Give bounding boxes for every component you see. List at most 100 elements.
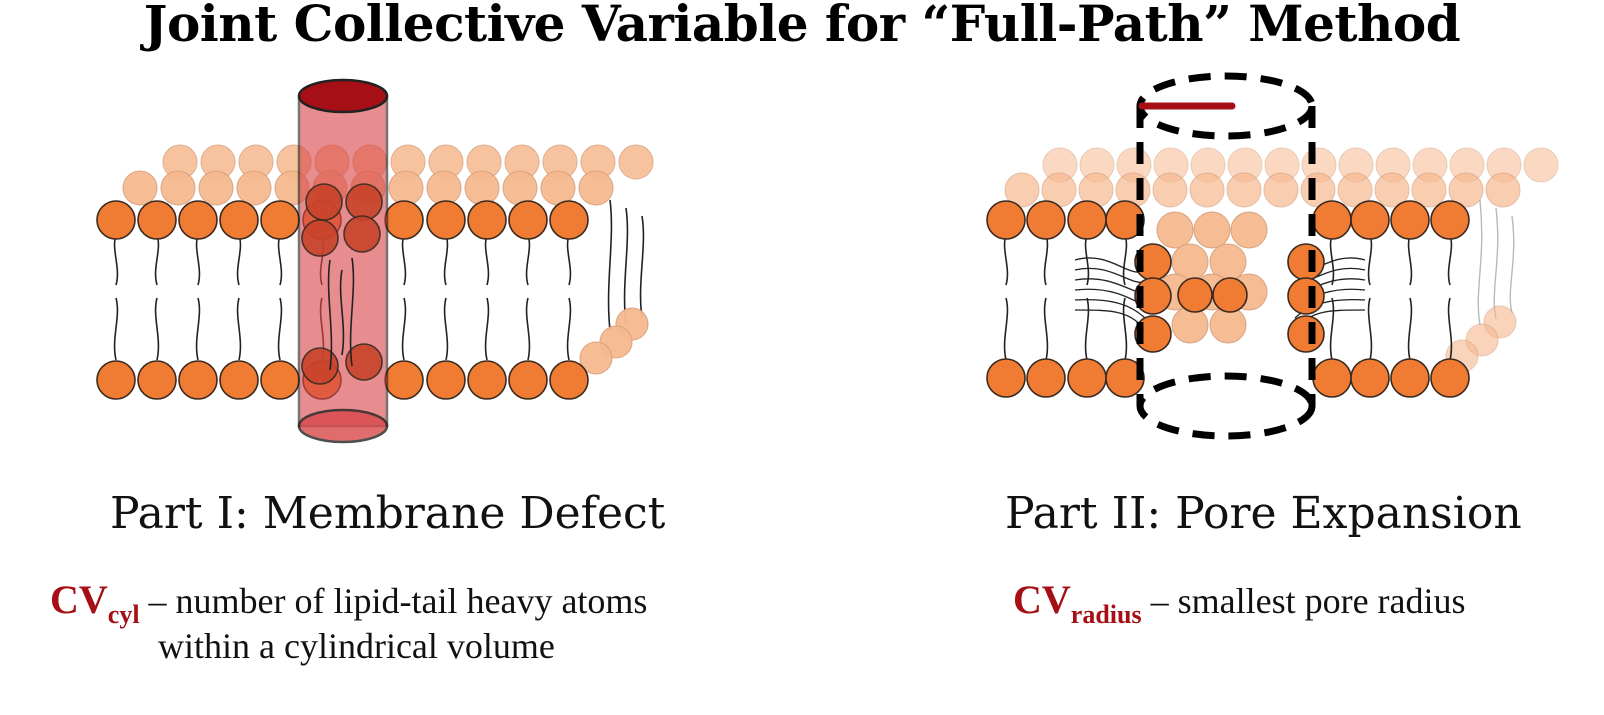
lipid-head-far: [1226, 172, 1262, 208]
lipid-head-upper: [549, 200, 589, 240]
lipid-tail: [113, 297, 119, 361]
cylinder-bottom: [297, 408, 389, 444]
lipid-head-lower: [1350, 358, 1390, 398]
lipid-head-far: [160, 170, 196, 206]
lipid-tail: [113, 234, 119, 286]
cv-cyl-symbol: CVcyl: [50, 577, 140, 630]
defect-lipid-tail: [349, 257, 355, 367]
lipid-tail: [1329, 234, 1335, 286]
lipid-head-lower: [1312, 358, 1352, 398]
lipid-head-upper: [137, 200, 177, 240]
lipid-tail: [401, 297, 407, 361]
lipid-head-far: [1448, 172, 1484, 208]
lipid-head-lower: [178, 360, 218, 400]
bent-lipid-tail: [1074, 298, 1146, 319]
lipid-head-upper: [178, 200, 218, 240]
lipid-tail: [236, 234, 242, 286]
defect-lipid-tail: [339, 269, 345, 356]
lipid-tail: [443, 297, 449, 361]
lipid-head-lower: [1430, 358, 1470, 398]
lipid-tail: [1043, 297, 1049, 361]
lipid-tail: [195, 297, 201, 361]
lipid-head-lower: [1067, 358, 1107, 398]
lipid-tail: [195, 234, 201, 286]
lipid-head-far: [1156, 211, 1194, 249]
lipid-head-far: [502, 170, 538, 206]
lipid-head-upper: [96, 200, 136, 240]
lipid-head-upper: [508, 200, 548, 240]
lipid-head-lower: [137, 360, 177, 400]
lipid-tail: [1003, 297, 1009, 361]
defect-lipid-head: [345, 183, 383, 221]
membrane-defect-illustration: [96, 78, 654, 444]
lipid-tail: [1447, 297, 1453, 361]
lipid-head-upper: [1350, 200, 1390, 240]
pore-rim-head: [1134, 277, 1172, 315]
pore-lining-head: [1177, 277, 1213, 313]
lipid-head-far: [1523, 147, 1559, 183]
cv-radius-symbol: CVradius: [1013, 577, 1142, 630]
lipid-tail-far: [1477, 199, 1483, 326]
lipid-head-far: [1411, 172, 1447, 208]
lipid-head-far: [464, 170, 500, 206]
lipid-head-lower: [508, 360, 548, 400]
part2-description: CVradius – smallest pore radius: [1013, 578, 1466, 637]
lipid-tail: [1367, 234, 1373, 286]
lipid-tail: [277, 234, 283, 286]
lipid-tail: [1407, 234, 1413, 286]
lipid-head-far: [618, 144, 654, 180]
lipid-tail: [154, 297, 160, 361]
lipid-tail: [154, 234, 160, 286]
bent-lipid-tail: [1074, 309, 1146, 331]
lipid-tail: [1003, 234, 1009, 286]
lipid-head-upper: [1390, 200, 1430, 240]
pore-lining-head: [1212, 277, 1248, 313]
lipid-tail: [1329, 297, 1335, 361]
part1-description-line1: – number of lipid-tail heavy atoms: [139, 581, 648, 621]
defect-lipid-head: [301, 347, 339, 385]
lipid-head-lower: [96, 360, 136, 400]
lipid-tail: [401, 234, 407, 286]
lipid-head-lower: [426, 360, 466, 400]
lipid-head-upper: [1312, 200, 1352, 240]
lipid-tail: [1367, 297, 1373, 361]
part1-description: CVcyl – number of lipid-tail heavy atoms: [50, 578, 647, 637]
part2-description-line1: – smallest pore radius: [1141, 581, 1466, 621]
part1-description-line2: within a cylindrical volume: [158, 626, 555, 666]
lipid-tail: [1447, 234, 1453, 286]
lipid-tail: [1043, 234, 1049, 286]
diagram-title: Joint Collective Variable for “Full-Path…: [143, 0, 1461, 53]
lipid-head-upper: [467, 200, 507, 240]
pore-rim-head: [1287, 277, 1325, 315]
lipid-head-lower: [549, 360, 589, 400]
defect-lipid-head: [301, 219, 339, 257]
lipid-head-far: [388, 170, 424, 206]
lipid-head-far: [1004, 172, 1040, 208]
part1-caption: Part I: Membrane Defect: [110, 488, 666, 539]
lipid-head-upper: [219, 200, 259, 240]
lipid-head-upper: [1430, 200, 1470, 240]
lipid-head-far: [1193, 211, 1231, 249]
lipid-head-far: [1152, 172, 1188, 208]
lipid-tail: [277, 297, 283, 361]
lipid-head-far: [236, 170, 272, 206]
cv-cyl-subscript: cyl: [107, 600, 140, 629]
lipid-head-lower: [1026, 358, 1066, 398]
lipid-head-upper: [260, 200, 300, 240]
lipid-tail: [566, 234, 572, 286]
lipid-tail-far: [1493, 207, 1499, 320]
lipid-head-far: [426, 170, 462, 206]
lipid-head-far: [122, 170, 158, 206]
lipid-head-far: [578, 170, 614, 206]
defect-lipid-head: [343, 215, 381, 253]
lipid-tail: [566, 297, 572, 361]
lipid-tail: [525, 297, 531, 361]
lipid-tail: [484, 234, 490, 286]
lipid-head-upper: [1026, 200, 1066, 240]
lipid-head-lower: [986, 358, 1026, 398]
lipid-head-lower: [1105, 358, 1145, 398]
lipid-tail: [623, 207, 629, 325]
pore-rim-head: [1287, 315, 1325, 353]
lipid-head-upper: [1105, 200, 1145, 240]
lipid-tail: [639, 215, 645, 319]
